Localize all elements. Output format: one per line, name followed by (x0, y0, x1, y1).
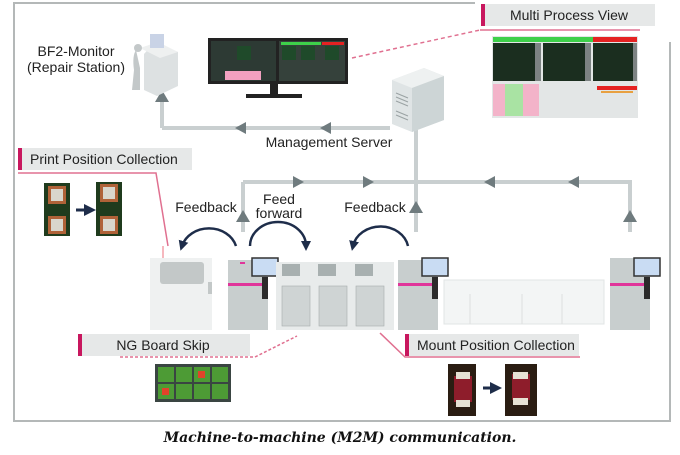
callout-mount-position: Mount Position Collection (405, 334, 579, 356)
callout-text: Print Position Collection (30, 151, 178, 167)
server-tower-icon (392, 68, 444, 132)
ng-mark (198, 371, 205, 378)
reflow-oven-icon (443, 279, 605, 325)
feedback-right-curve (349, 225, 410, 251)
aoi-post-reflow-icon (610, 257, 661, 330)
feedback-left-label: Feedback (175, 199, 237, 215)
callout-text: NG Board Skip (116, 337, 210, 353)
print-before-image (44, 183, 70, 236)
callout-ng-board-skip: NG Board Skip (78, 334, 250, 356)
callout-accent-bar (405, 334, 409, 356)
diagram-frame-right (669, 42, 671, 422)
aoi-pre-reflow-icon (398, 257, 449, 330)
dual-monitor-icon (208, 38, 348, 98)
callout-accent-bar (481, 4, 485, 26)
repair-station-label: BF2-Monitor (Repair Station) (20, 43, 132, 75)
arrow-left-3 (484, 176, 495, 188)
callout-text: Mount Position Collection (417, 337, 575, 353)
diagram-frame-bottom (13, 420, 671, 422)
arrow-up-left (236, 210, 250, 222)
arrow-up-repair (155, 90, 169, 102)
spi-machine-icon (228, 257, 279, 330)
callout-multi-process-view: Multi Process View (481, 4, 655, 26)
screen-printer-icon (150, 246, 212, 330)
callout-text: Multi Process View (509, 7, 628, 23)
mpv-connector (351, 29, 481, 59)
arrow-left-1 (235, 122, 246, 134)
ng-board-image (155, 364, 231, 402)
callout-print-position: Print Position Collection (18, 148, 192, 170)
ng-mark (162, 388, 169, 395)
figure-caption: Machine-to-machine (M2M) communication. (163, 430, 517, 446)
mounter-icon (276, 262, 394, 330)
repair-station-subtitle: (Repair Station) (26, 59, 126, 75)
feedback-right-label: Feedback (344, 199, 406, 215)
feed-forward-label: Feed forward (255, 191, 303, 221)
mount-after-image (505, 364, 537, 416)
callout-accent-bar (18, 148, 22, 170)
arrow-right-2 (363, 176, 374, 188)
repair-station-icon (132, 34, 178, 96)
print-after-image (96, 182, 122, 236)
arrow-right-1 (293, 176, 304, 188)
mount-before-image (448, 364, 476, 416)
diagram-frame-top (13, 2, 475, 4)
management-server-label: Management Server (265, 134, 393, 150)
diagram-frame-left (13, 2, 15, 422)
print-connector (18, 172, 169, 247)
repair-station-title: BF2-Monitor (37, 43, 115, 59)
mount-connector (379, 332, 580, 358)
ng-connector (120, 335, 298, 358)
feedback-left-curve (178, 227, 238, 251)
arrow-up-trunk (409, 201, 423, 213)
arrow-left-2 (320, 122, 331, 134)
arrow-up-right (623, 210, 637, 222)
callout-accent-bar (78, 334, 82, 356)
feedforward-curve (248, 220, 311, 251)
arrow-left-4 (568, 176, 579, 188)
multi-process-view-image (492, 36, 638, 118)
